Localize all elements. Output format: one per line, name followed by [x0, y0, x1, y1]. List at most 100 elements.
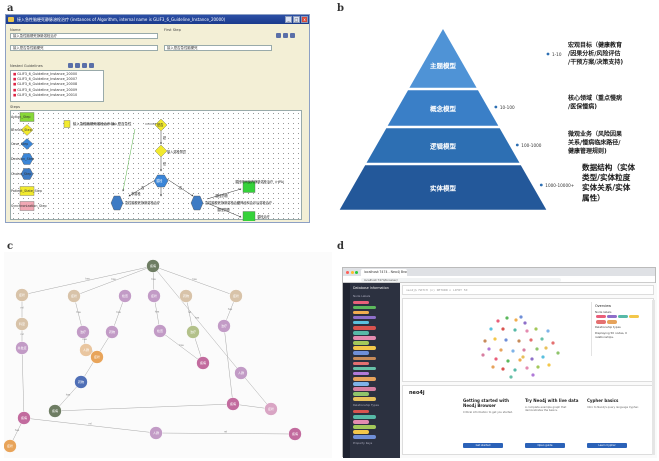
add-icon[interactable] — [283, 33, 288, 38]
label-pill[interactable] — [353, 376, 376, 381]
label-pill[interactable] — [353, 425, 376, 429]
overview-pill[interactable] — [617, 314, 628, 318]
graph-node[interactable] — [517, 339, 521, 343]
add-icon[interactable] — [82, 63, 87, 68]
graph-node[interactable] — [531, 373, 535, 377]
nested-guideline-list[interactable]: GLIF3_6_Guideline_Instance_20000GLIF3_6_… — [10, 70, 104, 102]
graph-node[interactable] — [15, 341, 29, 355]
guideline-list-item[interactable]: GLIF3_6_Guideline_Instance_20007 — [13, 77, 101, 82]
guideline-list-item[interactable]: GLIF3_6_Guideline_Instance_20000 — [13, 72, 101, 77]
graph-node[interactable] — [491, 365, 495, 369]
graph-node[interactable] — [529, 338, 533, 342]
graph-node[interactable] — [522, 348, 526, 352]
label-pill[interactable] — [353, 356, 376, 361]
first-step-value[interactable]: 接入是否急性脑梗死 — [164, 45, 272, 51]
palette-case-step[interactable] — [20, 138, 34, 150]
graph-node[interactable] — [525, 329, 529, 333]
result-graph[interactable] — [403, 299, 593, 383]
browser-tab[interactable]: localhost:7474 - Neo4j Browser — [361, 269, 407, 276]
graph-node[interactable] — [483, 339, 487, 343]
graph-node[interactable] — [556, 351, 560, 355]
browse-icon[interactable] — [68, 63, 73, 68]
label-pill[interactable] — [353, 371, 369, 376]
label-pill[interactable] — [353, 325, 376, 330]
node-action-2[interactable] — [242, 211, 256, 222]
overview-pill[interactable] — [595, 320, 606, 324]
graph-node[interactable] — [534, 327, 538, 331]
close-dot[interactable] — [346, 270, 349, 274]
label-pill[interactable] — [353, 397, 376, 401]
label-pill[interactable] — [353, 346, 376, 350]
minimize-dot[interactable] — [350, 270, 354, 274]
get-started-button[interactable]: Get started — [463, 443, 503, 448]
label-pill[interactable] — [353, 387, 376, 391]
graph-node[interactable] — [67, 289, 81, 303]
label-pill[interactable] — [353, 435, 376, 439]
label-pill[interactable] — [353, 336, 376, 340]
flowchart-canvas[interactable]: 接入急性脑梗死溶栓治疗接入是否急性是否接入溶栓禁忌溶栓急性脑梗死静脉溶栓治疗急性… — [10, 110, 302, 222]
node-branch[interactable] — [154, 118, 168, 132]
graph-node[interactable] — [149, 426, 163, 440]
graph-node[interactable] — [17, 411, 31, 425]
delete-icon[interactable] — [89, 63, 94, 68]
open-guide-button[interactable]: Open guide — [525, 443, 565, 448]
graph-node[interactable] — [504, 338, 508, 342]
graph-node[interactable] — [153, 324, 167, 338]
overview-pill[interactable] — [606, 320, 617, 324]
graph-node[interactable] — [501, 367, 505, 371]
edit-icon[interactable] — [276, 33, 281, 38]
graph-node[interactable] — [90, 350, 104, 364]
graph-node[interactable] — [551, 341, 555, 345]
graph-node[interactable] — [105, 325, 119, 339]
graph-node[interactable] — [501, 327, 505, 331]
overview-pill[interactable] — [595, 314, 606, 318]
graph-node[interactable] — [489, 327, 493, 331]
minimize-button[interactable]: _ — [285, 16, 292, 23]
graph-node[interactable] — [186, 325, 200, 339]
first-step-field[interactable]: 接入是否急性脑梗死 — [10, 45, 158, 51]
graph-node[interactable] — [523, 321, 527, 325]
palette-action-step[interactable] — [19, 112, 35, 122]
graph-node[interactable] — [15, 288, 29, 302]
maximize-dot[interactable] — [355, 270, 358, 274]
guideline-list-item[interactable]: GLIF3_6_Guideline_Instance_20009 — [13, 88, 101, 93]
label-pill[interactable] — [353, 420, 369, 424]
graph-node[interactable] — [217, 319, 231, 333]
graph-node[interactable] — [481, 353, 485, 357]
main-scrollbar[interactable] — [652, 300, 655, 455]
cypher-editor[interactable]: neo4j$ MATCH (n) RETURN n LIMIT 50 — [402, 285, 654, 295]
graph-node[interactable] — [76, 325, 90, 339]
label-pill[interactable] — [353, 320, 369, 325]
label-pill[interactable] — [353, 310, 369, 315]
label-pill[interactable] — [353, 361, 369, 366]
label-pill[interactable] — [353, 300, 369, 305]
label-pill[interactable] — [353, 409, 369, 414]
graph-node[interactable] — [518, 358, 522, 362]
graph-node[interactable] — [226, 397, 240, 411]
label-pill[interactable] — [353, 414, 376, 419]
graph-node[interactable] — [535, 347, 539, 351]
window-titlebar[interactable]: 接入急性脑梗死静脉溶栓治疗 (instances of Algorithm, i… — [6, 15, 309, 24]
graph-node[interactable] — [525, 366, 529, 370]
graph-node[interactable] — [514, 318, 518, 322]
graph-node[interactable] — [494, 357, 498, 361]
palette-choice-step[interactable] — [20, 168, 34, 180]
node-choice-2[interactable] — [190, 195, 204, 211]
label-pill[interactable] — [353, 430, 369, 434]
guideline-list-item[interactable]: GLIF3_6_Guideline_Instance_20010 — [13, 93, 101, 98]
graph-node[interactable] — [288, 427, 302, 441]
graph-node[interactable] — [196, 356, 210, 370]
graph-node[interactable] — [496, 319, 500, 323]
label-pill[interactable] — [353, 341, 369, 345]
label-pill[interactable] — [353, 305, 376, 310]
graph-node[interactable] — [546, 329, 550, 333]
remove-icon[interactable] — [290, 33, 295, 38]
graph-node[interactable] — [229, 289, 243, 303]
close-button[interactable]: x — [301, 16, 308, 23]
maximize-button[interactable]: □ — [293, 16, 300, 23]
node-start[interactable] — [63, 120, 71, 128]
graph-node[interactable] — [511, 349, 515, 353]
guideline-list-item[interactable]: GLIF3_6_Guideline_Instance_20008 — [13, 82, 101, 87]
label-pill[interactable] — [353, 315, 376, 320]
name-field[interactable]: 接入急性脑梗死静脉溶栓治疗 — [10, 33, 158, 39]
